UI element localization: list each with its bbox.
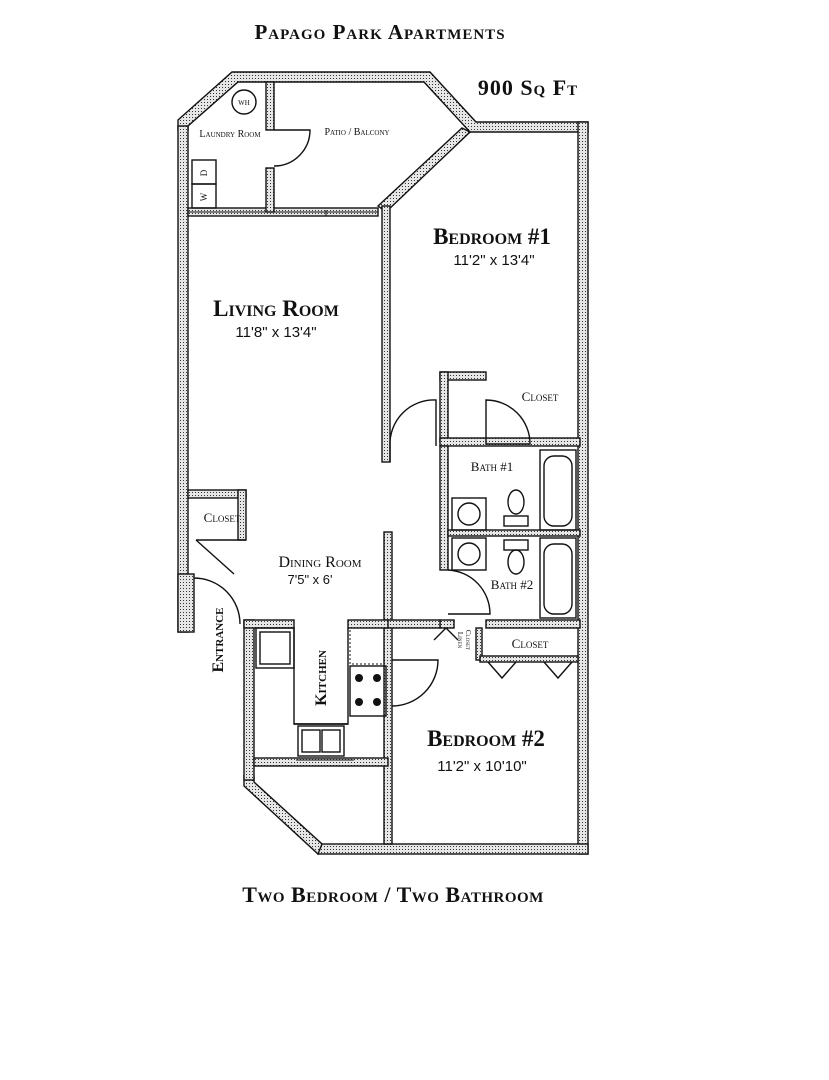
living-room-name: Living Room [213,296,339,321]
bedroom1-name: Bedroom #1 [433,224,551,249]
kitchen-sink-icon [297,725,345,757]
door-linen [433,627,459,641]
bathtub2-icon [539,537,577,619]
laundry-room-label: Laundry Room [199,129,261,140]
windows [188,210,378,761]
bathtub1-icon [539,449,577,531]
wall-right [577,121,589,855]
door-bed1-closet [485,399,531,445]
refrigerator-icon [255,627,295,669]
bedroom2-dims: 11'2" x 10'10" [437,758,527,775]
wall-bed2-upper [383,619,441,629]
dishwasher-icon [349,627,385,665]
stove-icon [349,665,387,717]
wall-dining-right [383,531,393,845]
square-footage: 900 Sq Ft [478,75,578,100]
wall-bottom-chamfer [243,775,323,856]
wall-kitchen-bottom [253,757,389,767]
labels: Papago Park Apartments 900 Sq Ft WH Laun… [199,20,578,907]
wall-closet-bottom [479,655,579,663]
footer-caption: Two Bedroom / Two Bathroom [242,882,544,907]
bath2-label: Bath #2 [491,577,533,592]
linen-closet-label-line2: Closet [464,630,472,650]
bed2-closet-label: Closet [512,636,549,651]
toilet-bath2-icon [503,539,529,575]
wall-bath2-bottom [485,619,581,629]
wall-laundry-patio-lower [265,167,275,213]
dryer-label: D [199,169,209,176]
wall-bottom [317,843,589,855]
wall-linen [475,627,483,661]
entry-closet-label: Closet [204,510,241,525]
wall-kitchen-top-right [347,619,389,629]
wall-left-lower [243,619,255,781]
dining-room-name: Dining Room [278,554,361,571]
wall-bath-divider [447,529,581,537]
wall-bed1-closet-bottom [439,437,581,447]
door-laundry [273,129,311,167]
door-bath2 [447,569,491,615]
patio-label: Patio / Balcony [324,127,389,138]
page-title: Papago Park Apartments [254,20,505,44]
sink-bath2-icon [451,537,487,571]
doors [193,129,573,707]
exterior-walls [177,71,589,856]
wall-laundry-patio [265,81,275,131]
wall-living-bed1 [381,205,391,463]
wall-patio-diagonal [376,127,472,213]
living-room-dims: 11'8" x 13'4" [235,324,316,341]
bath1-label: Bath #1 [471,459,513,474]
water-heater-label: WH [238,99,250,107]
linen-closet-label-line1: Linen [456,632,464,649]
washer-label: W [199,192,209,201]
toilet-bath1-icon [503,489,529,527]
water-heater-icon [231,89,257,115]
wall-bath-left [439,445,449,571]
wall-bed1-closet-left [439,371,449,443]
wall-kitchen-top-left [243,619,295,629]
dining-room-dims: 7'5" x 6' [288,572,333,587]
sink-bath1-icon [451,497,487,531]
door-entrance [193,577,241,625]
wall-entrance-stub [177,573,195,633]
wall-bath2-bottom-left [439,619,455,629]
entrance-label: Entrance [210,607,227,672]
kitchen-label: Kitchen [313,650,330,706]
bedroom2-name: Bedroom #2 [427,726,545,751]
door-bedroom1 [389,399,437,462]
fixtures [191,89,577,757]
washer-icon [191,183,217,209]
door-bed2-closet [487,661,573,680]
door-entry-closet [195,539,246,575]
bed1-closet-label: Closet [522,389,559,404]
door-bedroom2 [391,659,439,707]
wall-left-upper [177,125,189,633]
bedroom1-dims: 11'2" x 13'4" [453,252,534,269]
